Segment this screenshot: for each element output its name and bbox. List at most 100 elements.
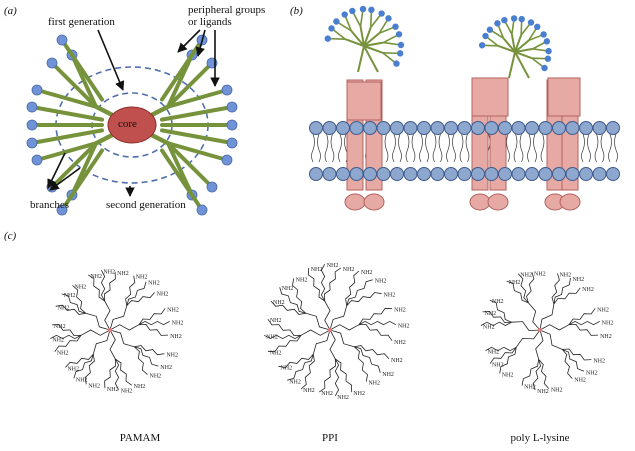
- bond-chain: [345, 270, 360, 306]
- ligand-dot: [328, 25, 335, 32]
- atom-label: NH2: [166, 353, 178, 359]
- bond-chain: [138, 323, 169, 336]
- lipid-head-top: [322, 121, 337, 135]
- receptor-cap: [346, 81, 382, 121]
- branch-secondary: [166, 88, 229, 109]
- ligand-dot: [392, 23, 399, 30]
- panel-b-tag: (b): [290, 5, 303, 17]
- lipid-head-top: [579, 121, 593, 135]
- atom-label: NH2: [337, 395, 349, 401]
- atom-label: NH2: [136, 275, 148, 281]
- atom-label: NH2: [492, 299, 504, 305]
- atom-label: NH2: [117, 271, 129, 277]
- bond-chain: [80, 329, 111, 336]
- atom-label: NH2: [54, 324, 66, 330]
- branch-secondary: [30, 128, 104, 145]
- dendrimer-arm: [363, 41, 384, 47]
- atom-label: NH2: [483, 325, 495, 331]
- dendrimer-arm: [514, 39, 530, 53]
- atom-label: NH2: [167, 307, 179, 313]
- lipid-tail: [392, 133, 396, 163]
- membrane-receptor-schematic: [309, 5, 620, 211]
- bond-chain: [329, 305, 348, 331]
- lipid-tail: [425, 133, 429, 163]
- bond-chain: [300, 329, 331, 336]
- dendrimer-arm: [350, 30, 365, 47]
- bond-chain: [515, 329, 541, 348]
- dendrimer-arm: [345, 38, 365, 47]
- lipid-head-bottom: [606, 167, 620, 181]
- bond-chain: [312, 329, 331, 355]
- lipid-head-top: [376, 121, 391, 135]
- bond-chain: [278, 353, 314, 368]
- bond-chain: [55, 304, 86, 315]
- lipid-head-bottom: [430, 167, 445, 181]
- lipid-tail: [459, 133, 464, 163]
- ligand-dot: [46, 57, 58, 69]
- lipid-head-top: [444, 121, 458, 135]
- ligand-dot: [534, 23, 541, 31]
- arrow-peripheral: [195, 29, 206, 57]
- bond-chain: [126, 281, 147, 306]
- receptor-cap: [547, 77, 581, 117]
- bond-chain: [264, 334, 302, 340]
- ligand-dot: [393, 60, 400, 67]
- bond-chain: [480, 321, 512, 327]
- arrow-branches: [49, 167, 81, 191]
- ligand-dot: [510, 15, 518, 22]
- atom-label: NH2: [134, 384, 146, 390]
- ligand-dot: [226, 137, 238, 149]
- pamam-structure: NH2NH2NH2NH2NH2NH2NH2NH2NH2NH2NH2NH2NH2N…: [50, 269, 183, 395]
- lipid-tail: [338, 133, 342, 163]
- core-atom: [108, 328, 112, 332]
- lipid-tail: [438, 133, 443, 163]
- ligand-dot: [486, 26, 494, 33]
- bond-chain: [51, 324, 82, 337]
- lipid-head-top: [592, 121, 607, 135]
- dendrimer-stem: [514, 51, 530, 79]
- lipid-head-top: [552, 121, 566, 135]
- atom-label: NH2: [382, 372, 394, 378]
- lipid-head-top: [336, 121, 350, 135]
- atom-label: NH2: [289, 379, 301, 385]
- bond-chain: [561, 349, 573, 379]
- atom-label: NH2: [303, 388, 315, 394]
- bond-chain: [109, 324, 140, 331]
- lipid-tail: [540, 133, 545, 163]
- dendrimer-arm: [514, 34, 523, 53]
- bond-chain: [562, 348, 585, 372]
- bond-chain: [109, 329, 116, 360]
- atom-label: NH2: [121, 389, 133, 395]
- label-second-generation: second generation: [106, 199, 186, 211]
- atom-label: NH2: [602, 320, 614, 326]
- dendrimer-arm: [363, 45, 383, 54]
- dendrimer-stem: [508, 51, 516, 79]
- ligand-dot: [221, 154, 233, 166]
- bond-chain: [499, 347, 517, 374]
- lipid-head-bottom: [484, 167, 499, 181]
- receptor-foot: [487, 193, 509, 211]
- bond-chain: [489, 299, 512, 323]
- ligand-dot: [482, 32, 489, 40]
- lipid-head-bottom: [457, 167, 472, 181]
- atom-label: NH2: [75, 284, 87, 290]
- ligand-dot: [56, 204, 68, 216]
- atom-label: NH2: [157, 292, 169, 298]
- bond-chain: [489, 347, 517, 364]
- bond-chain: [287, 354, 314, 381]
- ligand-dot: [31, 154, 43, 166]
- atom-label: NH2: [509, 280, 521, 286]
- ligand-dot: [368, 6, 375, 14]
- ligand-dot: [541, 64, 548, 72]
- receptor-foot: [559, 193, 581, 211]
- ligand-dot: [544, 55, 552, 62]
- dendrimer-arm: [510, 34, 516, 53]
- atom-label: NH2: [398, 324, 410, 330]
- bond-chain: [85, 312, 111, 331]
- bond-chain: [482, 311, 512, 323]
- caption-pamam: PAMAM: [119, 432, 161, 444]
- bond-chain: [138, 320, 170, 326]
- atom-label: NH2: [559, 272, 571, 278]
- lipid-tail: [513, 133, 518, 163]
- lipid-head-bottom: [390, 167, 404, 181]
